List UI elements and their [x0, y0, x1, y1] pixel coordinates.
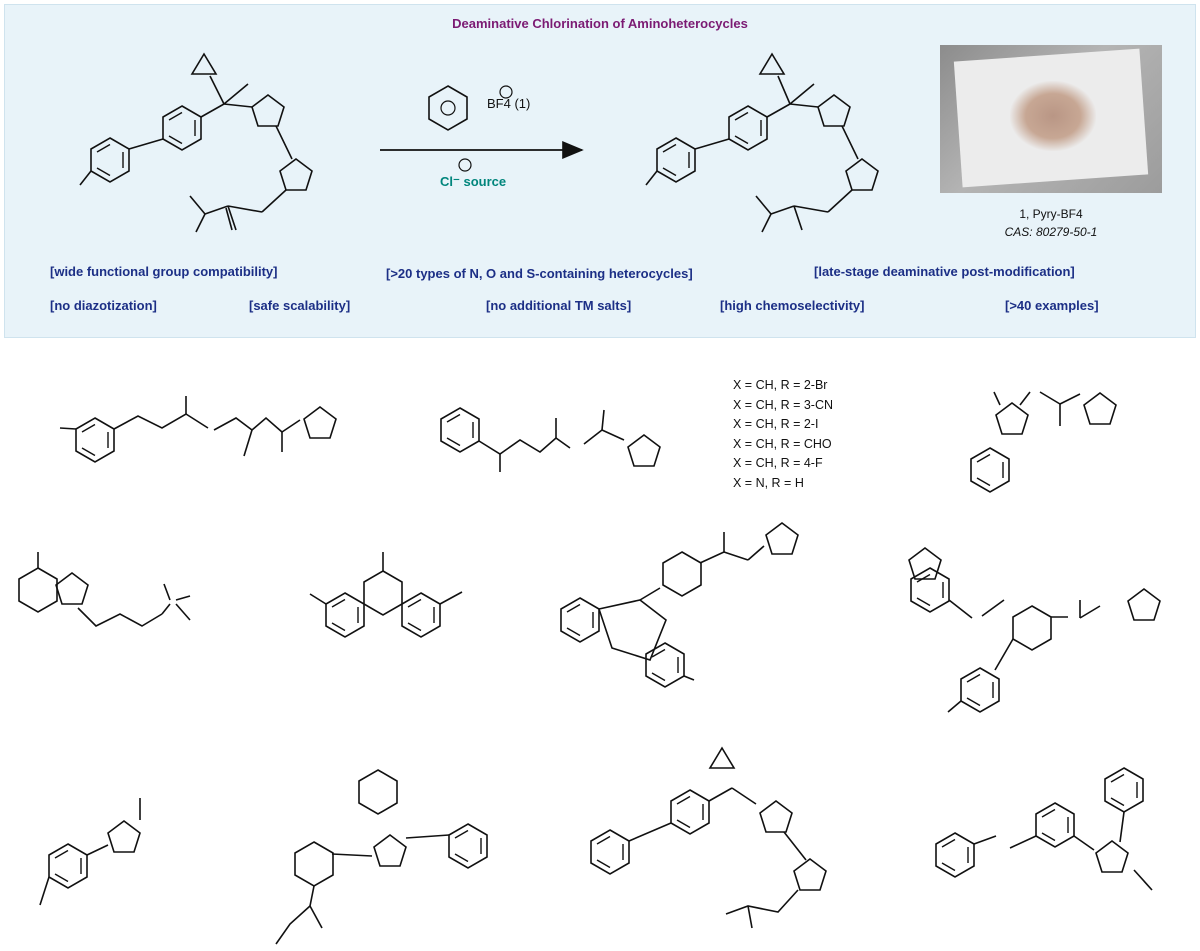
feature-8: [>40 examples]	[1005, 298, 1099, 313]
compound-indanol	[970, 391, 1117, 493]
product-structure	[645, 53, 879, 233]
photo-caption-cas: CAS: 80279-50-1	[1004, 225, 1098, 239]
reagent-photo	[940, 45, 1162, 193]
compound-chloropyrimidine-product	[590, 747, 827, 929]
feature-5: [safe scalability]	[249, 298, 351, 313]
feature-2: [>20 types of N, O and S-containing hete…	[386, 266, 693, 281]
feature-7: [high chemoselectivity]	[720, 298, 865, 313]
powder-image	[1010, 81, 1096, 151]
scheme-title: Deaminative Chlorination of Aminoheteroc…	[452, 16, 748, 31]
variant-item: X = CH, R = 3-CN	[733, 397, 834, 412]
compound-purine-phosphonate	[18, 552, 191, 627]
variant-item: X = N, R = H	[733, 475, 804, 490]
variant-item: X = CH, R = 4-F	[733, 456, 823, 470]
feature-3: [late-stage deaminative post-modificatio…	[814, 264, 1075, 279]
compound-cinnamate	[59, 396, 337, 463]
compound-ibrutinib-analog	[275, 769, 488, 945]
feature-6: [no additional TM salts]	[486, 298, 632, 313]
feature-1: [wide functional group compatibility]	[50, 264, 278, 279]
compound-benzoate-series	[440, 407, 661, 472]
variant-item: X = CH, R = CHO	[733, 436, 832, 451]
compound-paroxetine-derivative	[908, 547, 1161, 713]
reagent-label: BF4 (1)	[487, 96, 531, 111]
variant-list: X = CH, R = 2-Br X = CH, R = 3-CN X = CH…	[733, 376, 833, 493]
compound-dibenzoxazepine	[560, 522, 799, 688]
variant-item: X = CH, R = 2-Br	[733, 378, 828, 392]
pyrylium-structure	[428, 85, 513, 172]
photo-caption-name: 1, Pyry-BF4	[1019, 207, 1083, 221]
compound-chromenopyridine	[309, 552, 463, 638]
variant-item: X = CH, R = 2-I	[733, 417, 819, 431]
compound-dabrafenib-analog	[935, 767, 1153, 891]
feature-4: [no diazotization]	[50, 298, 157, 313]
chloride-source-label: Cl⁻ source	[440, 174, 507, 189]
compound-fipronil-analog	[39, 798, 141, 906]
starting-material-structure	[79, 53, 313, 233]
